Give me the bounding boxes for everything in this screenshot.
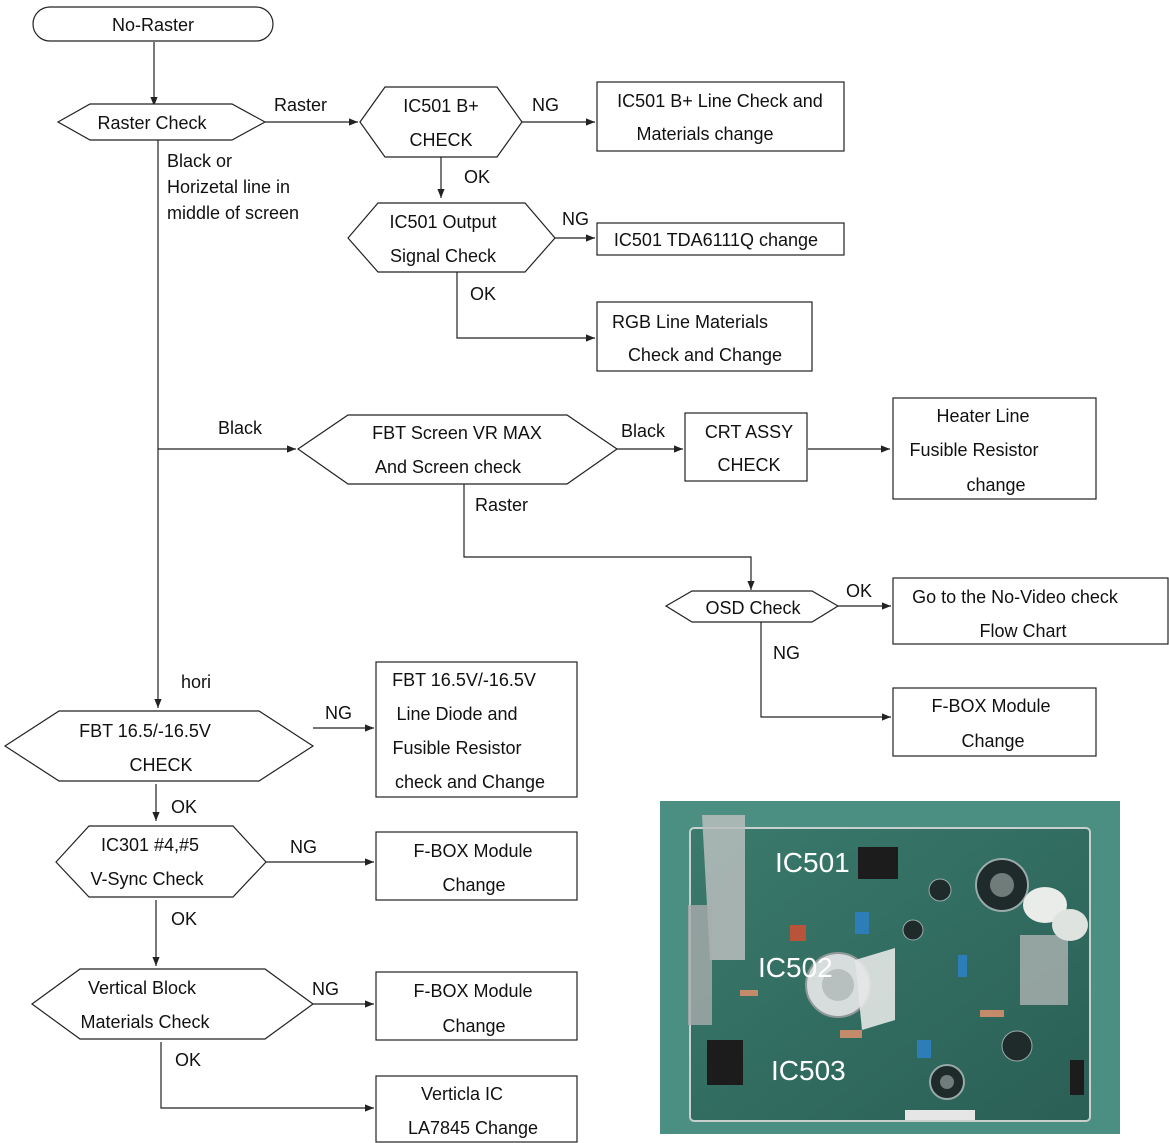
fbt-screen-decision: FBT Screen VR MAX And Screen check <box>296 414 619 485</box>
heater-line-box: Heater Line Fusible Resistor change <box>892 397 1097 500</box>
svg-text:IC501 B+: IC501 B+ <box>403 96 479 116</box>
svg-text:Verticla IC: Verticla IC <box>421 1084 503 1104</box>
raster-check-decision: Raster Check <box>56 103 267 141</box>
svg-text:Fusible Resistor: Fusible Resistor <box>909 440 1038 460</box>
edge-black: Black <box>621 421 666 441</box>
svg-text:IC301 #4,#5: IC301 #4,#5 <box>101 835 199 855</box>
edge-ok: OK <box>175 1050 201 1070</box>
connectors <box>150 42 891 1112</box>
svg-text:IC501 B+ Line Check and: IC501 B+ Line Check and <box>617 91 823 111</box>
svg-text:V-Sync Check: V-Sync Check <box>90 869 204 889</box>
edge-hori: hori <box>181 672 211 692</box>
svg-text:Change: Change <box>442 1016 505 1036</box>
svg-text:RGB Line Materials: RGB Line Materials <box>612 312 768 332</box>
edge-ng: NG <box>773 643 800 663</box>
svg-text:F-BOX Module: F-BOX Module <box>413 981 532 1001</box>
ic501-photo-label: IC501 <box>775 847 850 878</box>
edge-ng: NG <box>532 95 559 115</box>
fbt-16-fix-box: FBT 16.5V/-16.5V Line Diode and Fusible … <box>375 661 578 798</box>
edge-ng: NG <box>290 837 317 857</box>
svg-text:Flow Chart: Flow Chart <box>979 621 1066 641</box>
svg-text:Fusible Resistor: Fusible Resistor <box>392 738 521 758</box>
svg-text:CHECK: CHECK <box>129 755 192 775</box>
fbox-ic301-box: F-BOX Module Change <box>375 831 578 901</box>
fbt-16-decision: FBT 16.5/-16.5V CHECK <box>3 710 315 782</box>
svg-text:Heater Line: Heater Line <box>936 406 1029 426</box>
svg-text:Go to the No-Video check: Go to the No-Video check <box>912 587 1119 607</box>
svg-text:IC501 Output: IC501 Output <box>389 212 496 232</box>
svg-text:change: change <box>966 475 1025 495</box>
crt-assy-box: CRT ASSY CHECK <box>684 412 808 482</box>
edge-ng: NG <box>562 209 589 229</box>
svg-text:F-BOX Module: F-BOX Module <box>413 841 532 861</box>
edge-black: Black <box>218 418 263 438</box>
ic501-tda-box: IC501 TDA6111Q change <box>596 222 845 256</box>
svg-text:Raster Check: Raster Check <box>97 113 207 133</box>
edge-ok: OK <box>464 167 490 187</box>
svg-text:CHECK: CHECK <box>409 130 472 150</box>
start-terminal: No-Raster <box>32 6 274 42</box>
fbox-osd-box: F-BOX Module Change <box>892 687 1097 757</box>
svg-text:LA7845 Change: LA7845 Change <box>408 1118 538 1138</box>
edge-ok: OK <box>846 581 872 601</box>
edge-raster: Raster <box>274 95 327 115</box>
fbox-vertical-box: F-BOX Module Change <box>375 971 578 1041</box>
circuit-board-photo: IC501 IC502 IC503 <box>660 801 1120 1134</box>
rgb-line-box: RGB Line Materials Check and Change <box>596 301 813 372</box>
edge-ok: OK <box>470 284 496 304</box>
svg-text:Materials change: Materials change <box>636 124 773 144</box>
ic301-decision: IC301 #4,#5 V-Sync Check <box>55 825 267 898</box>
svg-text:Materials Check: Materials Check <box>80 1012 210 1032</box>
edge-labels: Raster NG OK NG OK Black Black Raster OK… <box>171 95 872 1070</box>
ic503-photo-label: IC503 <box>771 1055 846 1086</box>
svg-text:IC501 TDA6111Q change: IC501 TDA6111Q change <box>614 230 818 250</box>
vertical-block-decision: Vertical Block Materials Check <box>30 968 315 1040</box>
edge-ok: OK <box>171 909 197 929</box>
svg-text:Line Diode and: Line Diode and <box>396 704 517 724</box>
svg-text:Check and Change: Check and Change <box>628 345 782 365</box>
svg-text:FBT 16.5/-16.5V: FBT 16.5/-16.5V <box>79 721 211 741</box>
edge-ng: NG <box>312 979 339 999</box>
svg-text:middle of screen: middle of screen <box>167 203 299 223</box>
svg-text:FBT Screen VR MAX: FBT Screen VR MAX <box>372 423 542 443</box>
black-or-horizontal-label: Black or Horizetal line in middle of scr… <box>167 151 299 223</box>
start-label: No-Raster <box>112 15 194 35</box>
edge-ok: OK <box>171 797 197 817</box>
svg-text:Change: Change <box>442 875 505 895</box>
osd-check-decision: OSD Check <box>664 590 840 623</box>
svg-text:OSD Check: OSD Check <box>705 598 801 618</box>
svg-text:Black or: Black or <box>167 151 232 171</box>
edge-ng: NG <box>325 703 352 723</box>
no-video-box: Go to the No-Video check Flow Chart <box>892 577 1169 645</box>
svg-text:F-BOX Module: F-BOX Module <box>931 696 1050 716</box>
svg-text:FBT 16.5V/-16.5V: FBT 16.5V/-16.5V <box>392 670 536 690</box>
vertical-ic-box: Verticla IC LA7845 Change <box>375 1075 578 1143</box>
svg-text:check and Change: check and Change <box>395 772 545 792</box>
edge-raster: Raster <box>475 495 528 515</box>
svg-text:Horizetal line in: Horizetal line in <box>167 177 290 197</box>
ic501-output-decision: IC501 Output Signal Check <box>347 202 556 273</box>
ic502-photo-label: IC502 <box>758 952 833 983</box>
ic501-b-check-decision: IC501 B+ CHECK <box>359 86 523 158</box>
svg-text:Vertical Block: Vertical Block <box>88 978 197 998</box>
svg-text:Change: Change <box>961 731 1024 751</box>
svg-text:CRT ASSY: CRT ASSY <box>705 422 793 442</box>
svg-text:CHECK: CHECK <box>717 455 780 475</box>
ic501-b-line-box: IC501 B+ Line Check and Materials change <box>596 81 845 152</box>
svg-text:Signal Check: Signal Check <box>390 246 497 266</box>
svg-text:And Screen check: And Screen check <box>375 457 522 477</box>
